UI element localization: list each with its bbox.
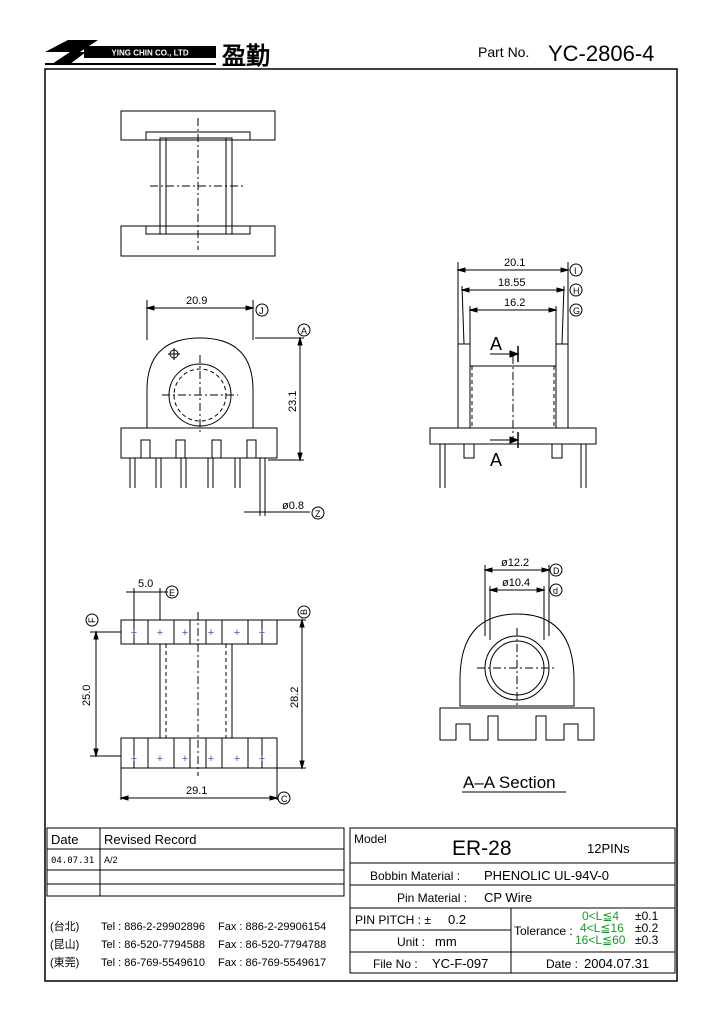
end-view [120, 300, 325, 520]
ref-b: B [299, 609, 309, 615]
dim-18-55: 18.55 [498, 277, 526, 289]
section-view [439, 563, 595, 793]
svg-text:+: + [157, 753, 163, 765]
ref-i: I [574, 266, 577, 276]
dim-height-top: 23.1 [287, 391, 299, 412]
rev-col-date: Date [51, 832, 78, 847]
svg-text:+: + [131, 627, 137, 639]
company-logo: YING CHIN CO., LTD [45, 40, 216, 65]
svg-text:+: + [234, 627, 240, 639]
tol-value-1: ±0.1 [635, 909, 659, 923]
contact-fax-3: Fax : 86-769-5549617 [218, 957, 326, 969]
revision-table [46, 827, 345, 897]
dim-pin-dia: ø0.8 [282, 500, 304, 512]
dim-25-0: 25.0 [81, 685, 93, 706]
tol-range-3: 16<L≦60 [575, 933, 626, 947]
dim-width-top: 20.9 [186, 295, 207, 307]
pin-pitch-value: 0.2 [448, 912, 466, 927]
ref-j: J [259, 306, 264, 316]
tol-value-3: ±0.3 [635, 933, 659, 947]
contact-loc-2: (昆山) [50, 938, 79, 951]
dim-28-2: 28.2 [289, 687, 301, 708]
part-no-label: Part No. [478, 44, 529, 60]
svg-text:+: + [259, 753, 265, 765]
section-title: A–A Section [463, 773, 556, 792]
contact-tel-2: Tel : 86-520-7794588 [101, 939, 205, 951]
logo-text: YING CHIN CO., LTD [111, 49, 188, 58]
drawing-frame [44, 68, 678, 982]
pin-material-label: Pin Material : [397, 891, 467, 905]
contact-loc-3: (東莞) [50, 956, 79, 969]
ref-f: F [87, 617, 97, 623]
dim-12-2: ø12.2 [501, 557, 529, 569]
date-label: Date : [546, 957, 578, 971]
contact-tel-3: Tel : 86-769-5549610 [101, 957, 205, 969]
ref-d-upper: D [553, 566, 560, 576]
bobbin-material-label: Bobbin Material : [370, 869, 460, 883]
svg-text:+: + [259, 627, 265, 639]
bobbin-material-value: PHENOLIC UL-94V-0 [484, 868, 609, 883]
rev-row-1-date: 04.07.31 [51, 856, 94, 866]
svg-text:+: + [234, 753, 240, 765]
dim-10-4: ø10.4 [502, 577, 530, 589]
ref-g: G [573, 306, 580, 316]
svg-text:+: + [131, 753, 137, 765]
side-view [429, 262, 597, 488]
ref-e: E [169, 588, 175, 598]
part-no: YC-2806-4 [548, 41, 654, 66]
dim-pitch: 5.0 [138, 578, 153, 590]
file-no-value: YC-F-097 [432, 956, 488, 971]
svg-text:+: + [182, 627, 188, 639]
spec-table [349, 827, 676, 974]
unit-value: mm [435, 934, 457, 949]
pin-count: 12PINs [587, 841, 630, 856]
file-no-label: File No : [373, 957, 418, 971]
model-value: ER-28 [452, 837, 512, 860]
contact-fax-2: Fax : 86-520-7794788 [218, 939, 326, 951]
tol-range-2: 4<L≦16 [580, 921, 624, 935]
model-label: Model [354, 832, 387, 846]
pin-marks: + + + + + + + + + + + + [131, 627, 265, 765]
dim-20-1: 20.1 [504, 257, 525, 269]
svg-text:+: + [208, 627, 214, 639]
dim-29-1: 29.1 [186, 785, 207, 797]
contact-list: (台北) Tel : 886-2-29902896 Fax : 886-2-29… [50, 919, 326, 969]
pin-pitch-label: PIN PITCH : ± [355, 913, 431, 927]
ref-d-lower: d [553, 586, 558, 596]
svg-text:+: + [182, 753, 188, 765]
section-mark-bottom: A [490, 450, 502, 470]
front-view [120, 110, 276, 257]
rev-row-1-record: A/2 [104, 855, 118, 865]
dim-16-2: 16.2 [504, 297, 525, 309]
company-name-cn: 盈勤 [221, 43, 270, 70]
ref-h: H [573, 286, 580, 296]
date-value: 2004.07.31 [584, 956, 649, 971]
ref-a: A [301, 326, 307, 336]
contact-fax-1: Fax : 886-2-29906154 [218, 921, 326, 933]
ref-z: Z [315, 509, 321, 519]
pin-material-value: CP Wire [484, 890, 532, 905]
svg-text:+: + [208, 753, 214, 765]
section-mark-top: A [490, 334, 502, 354]
bottom-view [85, 585, 311, 805]
tol-value-2: ±0.2 [635, 921, 659, 935]
unit-label: Unit : [397, 935, 425, 949]
rev-col-record: Revised Record [104, 832, 197, 847]
tol-range-1: 0<L≦4 [582, 909, 619, 923]
tolerance-label: Tolerance : [514, 924, 573, 938]
ref-c: C [281, 794, 288, 804]
contact-tel-1: Tel : 886-2-29902896 [101, 921, 205, 933]
svg-text:+: + [157, 627, 163, 639]
contact-loc-1: (台北) [50, 919, 79, 933]
